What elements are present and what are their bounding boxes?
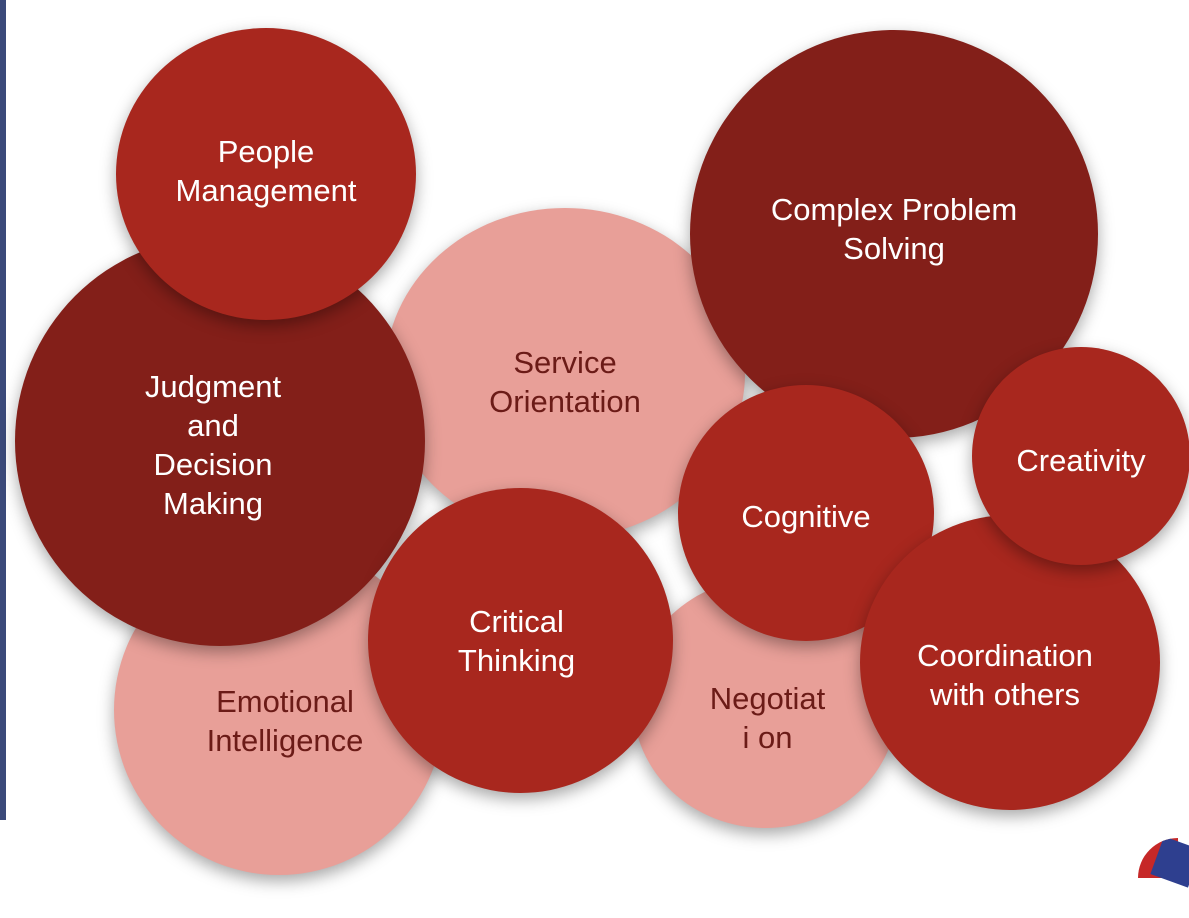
bubble-label: Negotiati on	[709, 681, 826, 755]
bubble-label: Complex Problem Solving	[770, 192, 1018, 266]
bubble-people-management: People Management	[116, 28, 416, 320]
bubble-label: Critical Thinking	[457, 603, 576, 678]
bubble-label: Judgment and Decision Making	[144, 369, 282, 521]
corner-logo-icon	[1138, 838, 1189, 918]
bubble-label: Coordination with others	[917, 638, 1093, 712]
bubble-critical-thinking: Critical Thinking	[368, 488, 673, 793]
left-accent-bar	[0, 0, 6, 820]
bubble-label: Cognitive	[741, 498, 871, 534]
bubble-creativity: Creativity	[972, 347, 1189, 565]
bubble-label: Creativity	[1016, 442, 1146, 478]
bubble-label: Service Orientation	[489, 345, 641, 419]
bubble-coordination-with-others: Coordination with others	[860, 515, 1160, 810]
bubble-label: People Management	[175, 134, 357, 208]
bubble-label: Emotional Intelligence	[206, 684, 364, 758]
